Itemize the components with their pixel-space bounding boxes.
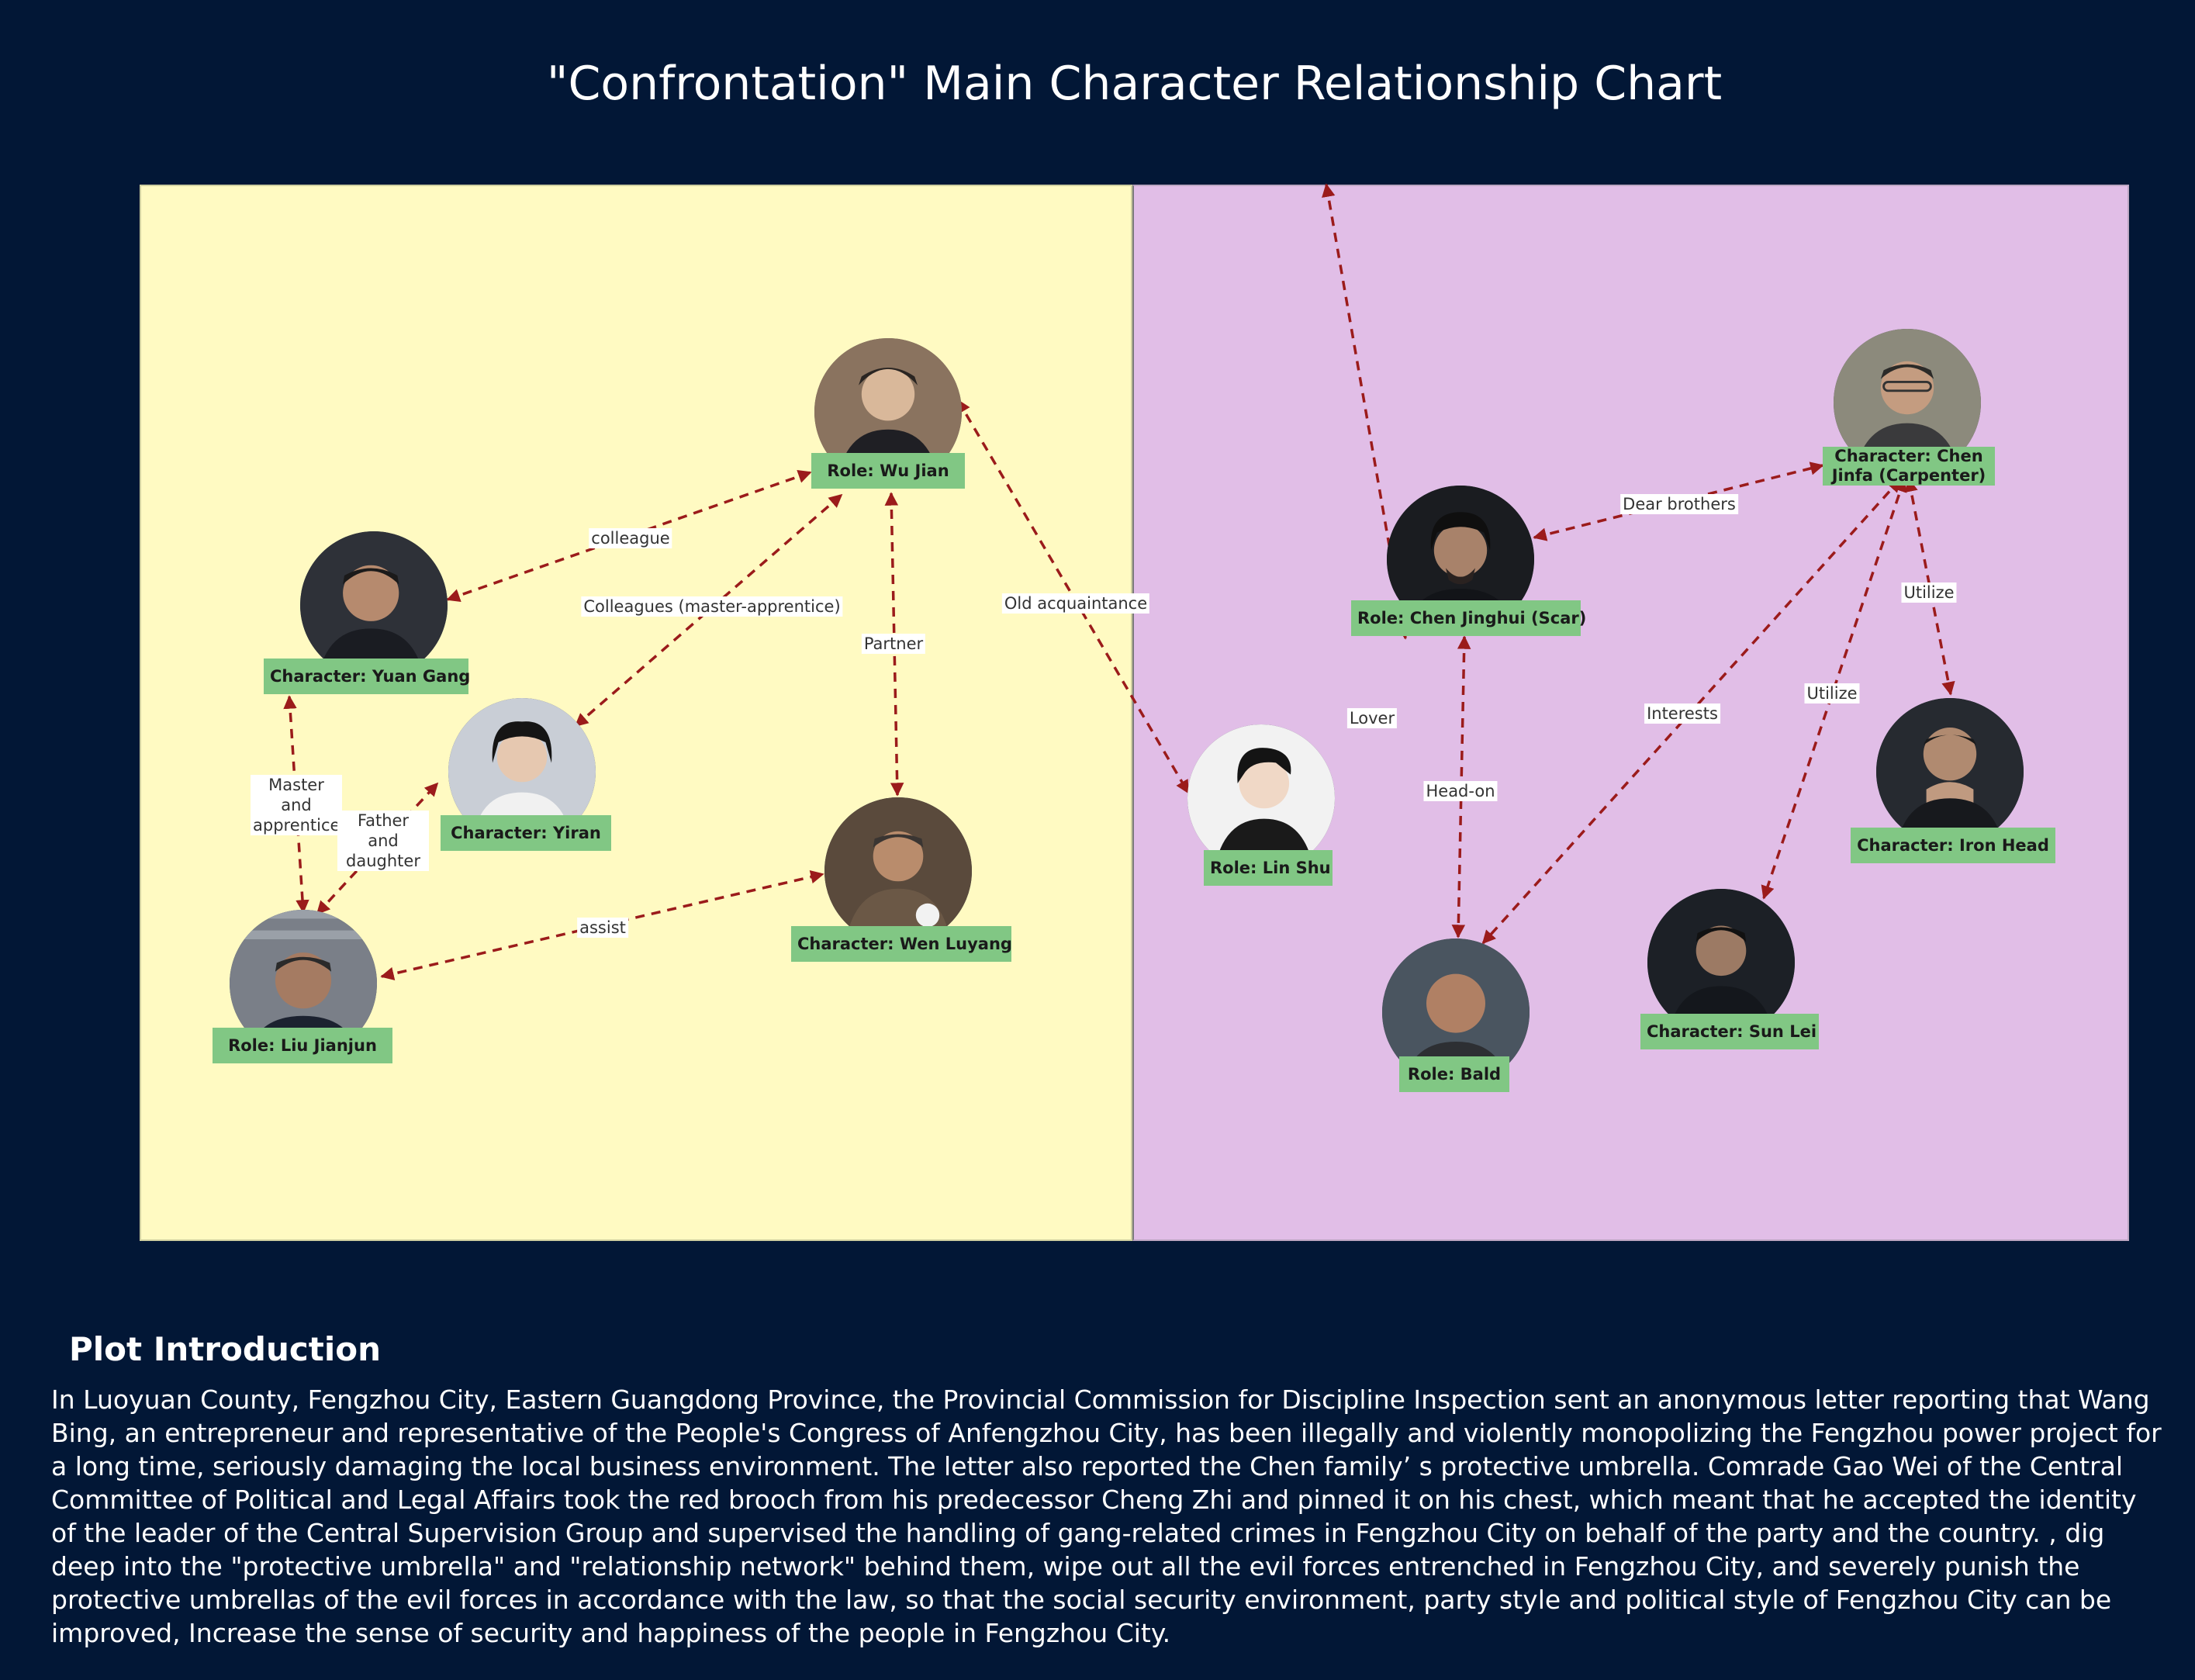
edge-label-partner: Partner	[861, 634, 926, 654]
relationship-edges	[283, 183, 1955, 980]
edge-assist	[380, 870, 824, 980]
edge-label-assist: assist	[577, 918, 628, 938]
edge-label-utilize-sun-lei: Utilize	[1804, 683, 1860, 703]
avatar-sun-lei	[1647, 889, 1795, 1036]
edge-label-colleague: colleague	[589, 528, 672, 548]
node-bald: Role: Bald	[1399, 1056, 1509, 1092]
node-lin-shu: Role: Lin Shu	[1204, 850, 1333, 886]
edge-label-old-acquaintance: Old acquaintance	[1001, 593, 1150, 614]
node-liu-jianjun: Role: Liu Jianjun	[213, 1028, 392, 1063]
node-wen-luyang: Character: Wen Luyang	[791, 926, 1012, 962]
edge-label-colleagues-master-apprentice: Colleagues (master-apprentice)	[581, 596, 843, 617]
node-wu-jian: Role: Wu Jian	[811, 453, 965, 489]
node-chen-jinghui: Role: Chen Jinghui (Scar)	[1351, 600, 1586, 636]
node-iron-head: Character: Iron Head	[1851, 828, 2055, 863]
node-yuan-gang: Character: Yuan Gang	[264, 659, 470, 694]
page-title: "Confrontation" Main Character Relations…	[546, 57, 1723, 111]
edge-label-master-and-apprentice: Master and apprentice	[251, 775, 342, 835]
node-yiran: Character: Yiran	[441, 815, 611, 851]
relationship-diagram: Role: Wu Jian Character: Yuan Gang Chara…	[140, 183, 2129, 1241]
edge-colleagues-master-apprentice	[574, 493, 843, 728]
node-sun-lei: Character: Sun Lei	[1640, 1014, 1819, 1049]
edge-label-father-and-daughter: Father and daughter	[337, 811, 429, 871]
avatar-lin-shu	[1187, 724, 1335, 872]
edge-label-interests: Interests	[1644, 703, 1720, 724]
edge-utilize-iron-head	[1904, 478, 1955, 696]
edge-label-lover: Lover	[1346, 708, 1398, 728]
edge-label-dear-brothers: Dear brothers	[1620, 494, 1738, 514]
node-chen-jinfa: Character: Chen Jinfa (Carpenter)	[1823, 447, 1995, 486]
plot-text: In Luoyuan County, Fengzhou City, Easter…	[51, 1384, 2162, 1648]
avatar-yuan-gang	[300, 531, 448, 679]
edge-old-acquaintance	[956, 399, 1190, 794]
edge-master-and-apprentice	[283, 695, 309, 914]
edge-label-utilize-iron-head: Utilize	[1901, 582, 1957, 603]
edge-label-head-on: Head-on	[1423, 781, 1498, 801]
avatar-wen-luyang	[824, 797, 972, 945]
avatar-iron-head	[1876, 698, 2024, 845]
plot-heading: Plot Introduction	[69, 1330, 381, 1368]
